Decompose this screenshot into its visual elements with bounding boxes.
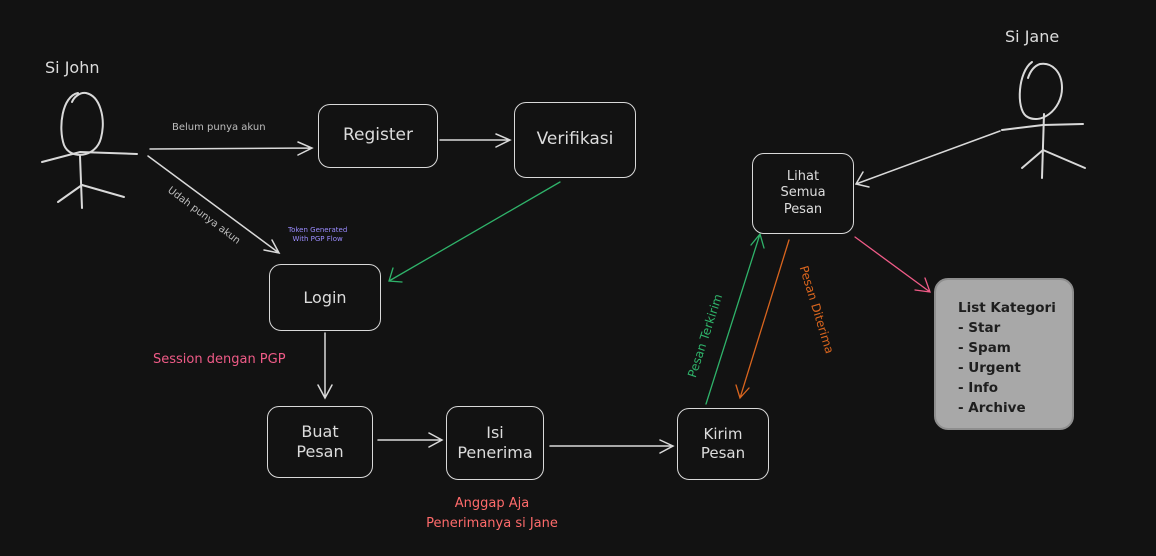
kategori-item-star: - Star — [958, 320, 1001, 336]
kategori-title: List Kategori — [958, 300, 1056, 316]
kirim-pesan-node[interactable]: Kirim Pesan — [677, 408, 769, 480]
login-node[interactable]: Login — [269, 264, 381, 331]
lihat-semua-pesan-label: Lihat Semua Pesan — [780, 169, 826, 217]
arrow-john-to-register — [149, 141, 314, 156]
register-node[interactable]: Register — [318, 104, 438, 168]
register-label: Register — [343, 125, 413, 146]
note-anggap-line1: Anggap Aja — [454, 496, 530, 511]
jane-stick-figure — [1001, 61, 1086, 179]
arrow-john-to-login — [147, 155, 281, 255]
lihat-semua-pesan-node[interactable]: Lihat Semua Pesan — [752, 153, 854, 234]
note-anggap-aja: Anggap Aja Penerimanya si Jane — [416, 494, 568, 533]
list-kategori-box[interactable]: List Kategori - Star - Spam - Urgent - I… — [934, 278, 1074, 430]
actor-si-john: Si John — [45, 58, 100, 77]
label-belum-punya-akun: Belum punya akun — [172, 122, 266, 133]
arrow-lihatpesan-to-kategori — [854, 236, 931, 293]
verifikasi-label: Verifikasi — [536, 129, 614, 150]
note-anggap-line2: Penerimanya si Jane — [426, 515, 558, 531]
arrow-isipenerima-to-kirimpesan — [549, 439, 675, 454]
arrow-pesan-diterima — [735, 239, 790, 400]
kategori-item-info: - Info — [958, 380, 999, 396]
note-token-generated: Token Generated With PGP Flow — [288, 226, 347, 244]
note-session-pgp: Session dengan PGP — [153, 352, 286, 367]
arrow-register-to-verifikasi — [439, 133, 512, 148]
kategori-item-archive: - Archive — [958, 400, 1026, 416]
buat-pesan-node[interactable]: Buat Pesan — [267, 406, 373, 478]
arrow-pesan-terkirim — [705, 232, 765, 405]
kategori-item-spam: - Spam — [958, 340, 1011, 356]
arrow-login-to-buatpesan — [317, 332, 333, 400]
arrow-jane-to-lihatpesan — [854, 130, 1001, 188]
isi-penerima-node[interactable]: Isi Penerima — [446, 406, 544, 480]
login-label: Login — [303, 287, 347, 307]
arrow-verifikasi-to-login — [388, 181, 561, 283]
actor-si-jane: Si Jane — [1005, 27, 1060, 46]
kirim-pesan-label: Kirim Pesan — [700, 425, 746, 462]
verifikasi-node[interactable]: Verifikasi — [514, 102, 636, 178]
arrow-buatpesan-to-isipenerima — [377, 432, 444, 448]
john-stick-figure — [41, 91, 138, 209]
buat-pesan-label: Buat Pesan — [296, 422, 344, 461]
note-token-line2: With PGP Flow — [292, 235, 343, 244]
isi-penerima-label: Isi Penerima — [457, 423, 533, 462]
kategori-item-urgent: - Urgent — [958, 360, 1021, 376]
note-token-line1: Token Generated — [288, 226, 348, 234]
